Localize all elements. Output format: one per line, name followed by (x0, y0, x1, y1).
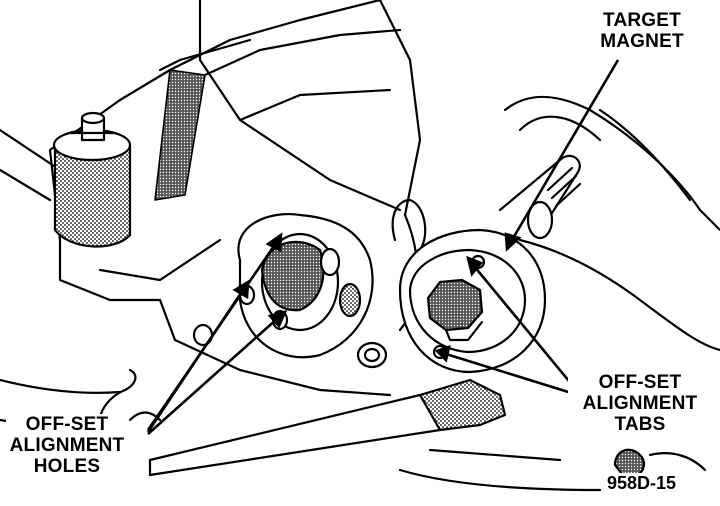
label-line: HOLES (33, 456, 101, 477)
target-magnet (426, 278, 484, 332)
technician-hand (391, 95, 720, 352)
leader-lines (146, 59, 620, 435)
leader-target-magnet (510, 59, 620, 241)
leader-hole-3 (147, 317, 279, 435)
figure-number: 958D-15 (605, 473, 679, 494)
label-line: OFF-SET (598, 372, 682, 393)
label-line: OFF-SET (25, 414, 109, 435)
label-line: TARGET (603, 10, 681, 31)
engine-block (0, 0, 422, 397)
target-magnet-label: TARGET MAGNET (590, 10, 694, 52)
offset-alignment-tabs-label: OFF-SET ALIGNMENT TABS (568, 372, 712, 435)
label-line: MAGNET (600, 31, 684, 52)
leader-hole-2 (146, 289, 245, 433)
bolt-boss (52, 111, 132, 248)
label-line: ALIGNMENT (9, 435, 125, 456)
label-line: TABS (614, 414, 666, 435)
leader-tab-1 (472, 265, 580, 393)
camshaft-position-sensor (398, 154, 582, 374)
sensor-bore-flange (192, 213, 388, 369)
offset-alignment-holes-label: OFF-SET ALIGNMENT HOLES (6, 414, 128, 477)
screwdriver (148, 378, 507, 477)
shaded-rib (154, 69, 206, 201)
leader-tab-2 (445, 352, 579, 397)
label-line: ALIGNMENT (582, 393, 698, 414)
